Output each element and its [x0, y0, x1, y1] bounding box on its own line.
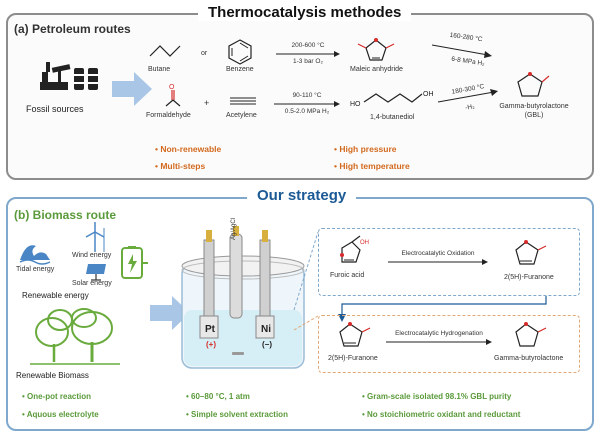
hydrogenation-arrow [386, 339, 492, 345]
big-arrow-b-icon [150, 296, 190, 330]
hydrogenation-step-box [318, 315, 580, 373]
gbl-molecule-2 [515, 322, 547, 347]
bullet-high-pressure: • High pressure [334, 144, 397, 154]
bullet-gram-scale: • Gram-scale isolated 98.1% GBL purity [362, 392, 512, 401]
anode-sign: (+) [206, 340, 216, 349]
maleic-anhydride-molecule [357, 38, 395, 61]
cond1-bottom: 1-3 bar O₂ [293, 58, 323, 65]
tidal-wave-icon [19, 245, 51, 265]
or-label: or [201, 50, 208, 57]
formaldehyde-label: Formaldehyde [146, 112, 191, 119]
gbl-label-2: Gamma-butyrolactone [494, 355, 564, 362]
bullet-extraction: • Simple solvent extraction [186, 410, 288, 419]
benzene-molecule [228, 39, 252, 65]
acetylene-label: Acetylene [226, 112, 257, 119]
butane-molecule [149, 45, 181, 57]
oxidation-label: Electrocatalytic Oxidation [401, 250, 475, 257]
furanone-label-1: 2(5H)-Furanone [504, 274, 554, 281]
oxidation-step-box [318, 228, 580, 296]
svg-text:OH: OH [423, 91, 434, 98]
bullet-one-pot: • One-pot reaction [22, 392, 92, 401]
solar-panel-icon [86, 264, 106, 281]
ni-electrode-label: Ni [261, 324, 271, 335]
biomass-header: (b) Biomass route [14, 208, 117, 222]
electrochemical-cell [181, 226, 305, 369]
gbl-abbr-label: (GBL) [524, 112, 544, 119]
gbl-molecule [517, 72, 550, 97]
cond3-bottom: 0.5-2.0 MPa H₂ [284, 108, 330, 115]
fossil-label: Fossil sources [26, 104, 84, 114]
wind-energy-label: Wind energy [72, 252, 112, 259]
step-connector-arrow [338, 296, 547, 322]
acetylene-molecule [230, 97, 256, 105]
cond1-top: 200-600 °C [291, 42, 325, 49]
bullet-no-oxidant: • No stoichiometric oxidant and reductan… [362, 410, 521, 419]
svg-text:OH: OH [360, 240, 369, 246]
cond3-top: 90-110 °C [292, 92, 322, 99]
bullet-aqueous: • Aquous electrolyte [22, 410, 99, 419]
petroleum-header: (a) Petroleum routes [14, 22, 131, 36]
cathode-sign: (−) [262, 340, 272, 349]
oil-pump-icon [40, 62, 98, 90]
furoic-acid-molecule: OH [340, 235, 369, 263]
pt-electrode-label: Pt [205, 324, 215, 335]
renewable-energy-label: Renewable energy [22, 291, 89, 300]
butane-label: Butane [148, 66, 171, 73]
reaction-arrow-4 [437, 89, 498, 103]
reaction-arrow-2 [431, 44, 492, 58]
bullet-conditions: • 60–80 °C, 1 atm [186, 392, 250, 401]
ref-electrode-label: Ag/AgCl [231, 217, 237, 240]
bullet-high-temperature: • High temperature [334, 161, 410, 171]
furanone-molecule-1 [515, 240, 547, 265]
furoic-acid-label: Furoic acid [330, 272, 365, 279]
thermocatalysis-title: Thermocatalysis methodes [198, 4, 412, 21]
connector-lines [293, 231, 319, 331]
petroleum-panel [6, 13, 594, 180]
svg-text:O: O [169, 84, 175, 91]
solar-energy-label: Solar energy [72, 280, 112, 287]
butanediol-label: 1,4-butanediol [370, 114, 415, 121]
reaction-arrow-3 [274, 101, 340, 107]
big-arrow-a-icon [112, 72, 152, 106]
plus-label: + [204, 98, 210, 108]
bullet-multi-steps: • Multi-steps [155, 161, 206, 171]
oxidation-arrow [388, 259, 488, 265]
our-strategy-title: Our strategy [247, 187, 357, 204]
furanone-label-2: 2(5H)-Furanone [328, 355, 378, 362]
biomass-trees-icon [30, 308, 120, 365]
bullet-non-renewable: • Non-renewable [155, 144, 222, 154]
tidal-energy-label: Tidal energy [16, 266, 55, 273]
renewable-biomass-label: Renewable Biomass [16, 371, 89, 380]
wind-turbine-icon [85, 222, 105, 252]
reaction-arrow-1 [276, 51, 340, 57]
battery-icon [121, 246, 148, 279]
formaldehyde-molecule: O [165, 84, 181, 107]
furanone-molecule-2 [339, 322, 371, 347]
hydrogenation-label: Electrocatalytic Hydrogenation [395, 330, 483, 337]
gbl-label: Gamma-butyrolactone [499, 103, 569, 110]
butanediol-molecule: HO OH [350, 91, 434, 108]
svg-text:HO: HO [350, 101, 361, 108]
maleic-label: Maleic anhydride [350, 66, 403, 73]
benzene-label: Benzene [226, 66, 254, 73]
